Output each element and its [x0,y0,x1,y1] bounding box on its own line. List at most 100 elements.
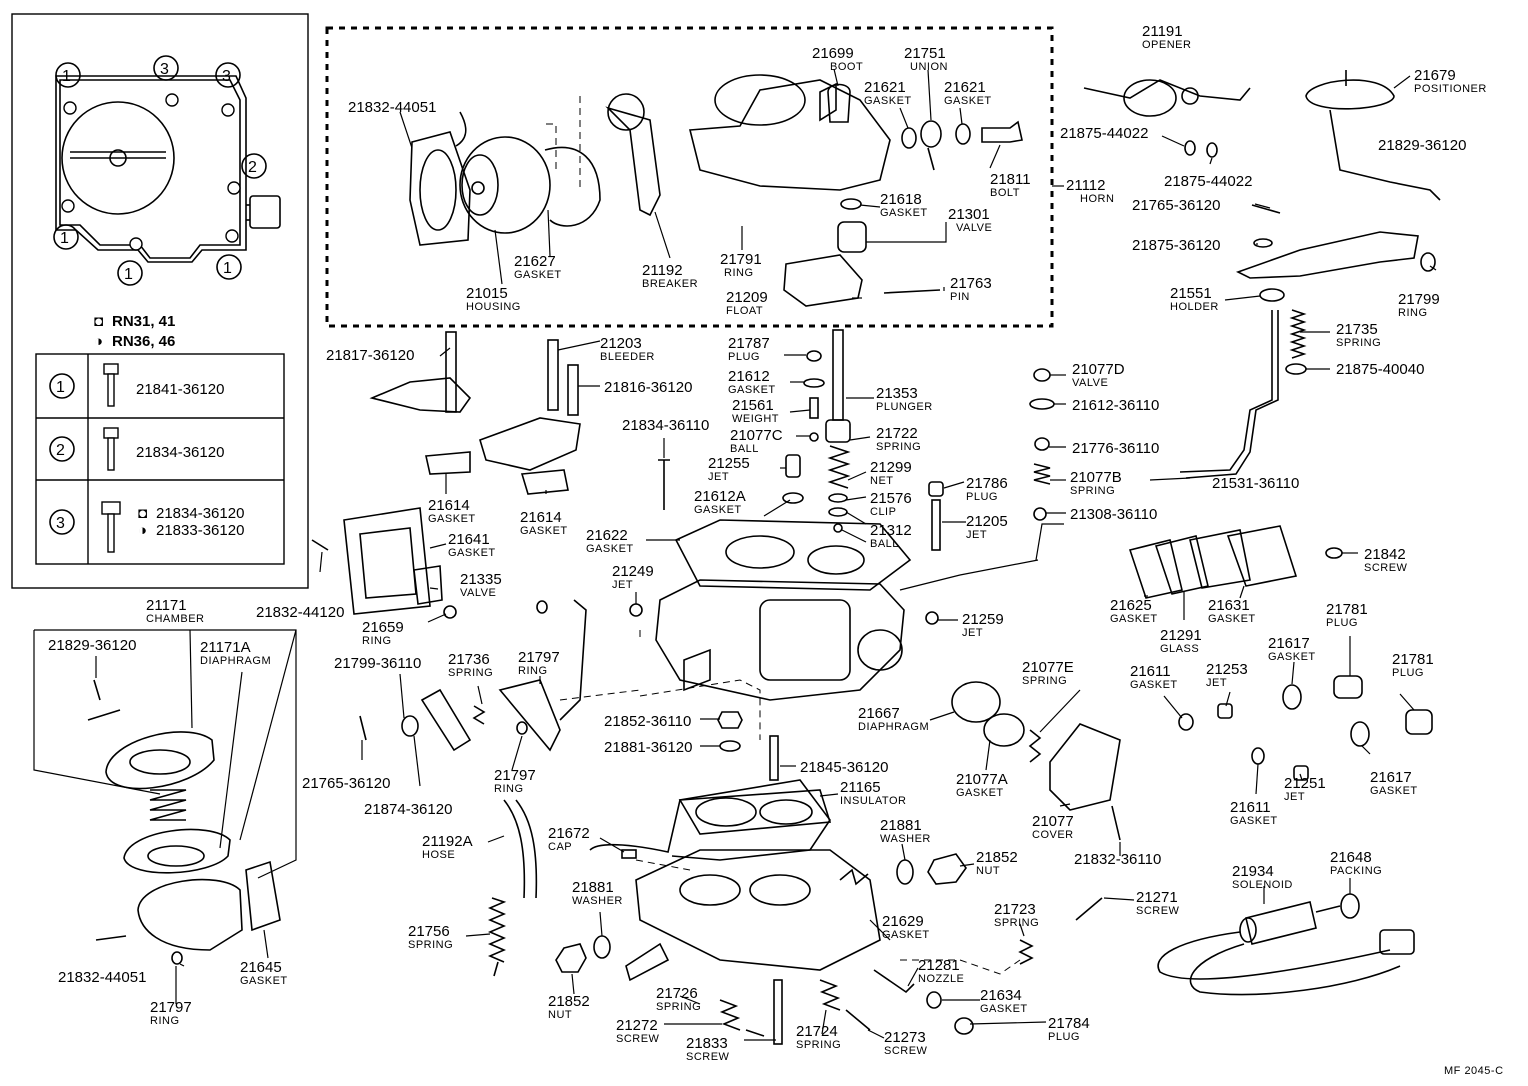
part-caption: POSITIONER [1414,83,1487,95]
part-labels: 21699BOOT21751UNION21621GASKET21621GASKE… [48,23,1487,1063]
part-label-21832-36110: 21832-36110 [1074,851,1161,868]
part-label-21765-36120b: 21765-36120 [302,775,390,792]
part-drawings [87,70,1441,1045]
part-number: 21852-36110 [604,713,691,730]
part-number: 21614 [428,497,470,514]
part-number: 21112 [1066,177,1106,194]
part-caption: SPRING [994,917,1039,929]
table-part-symbol: ◑ [138,522,147,539]
table-part-number: 21834-36120 [136,444,224,461]
part-caption: JET [962,627,983,639]
part-label-21875-44022a: 21875-44022 [1060,125,1148,142]
part-number: 21015 [466,285,508,302]
flange-mark: 1 [60,230,69,247]
part-caption: RING [150,1015,180,1027]
part-label-21817-36120: 21817-36120 [326,347,414,364]
part-number: 21551 [1170,285,1212,302]
part-number: 21291 [1160,627,1202,644]
part-caption: SPRING [1070,485,1115,497]
part-caption: GASKET [694,504,742,516]
part-caption: JET [966,529,987,541]
part-caption: HORN [1080,193,1114,205]
part-number: 21634 [980,987,1022,1004]
part-caption: CAP [548,841,572,853]
part-number: 21724 [796,1023,838,1040]
part-caption: JET [708,471,729,483]
flange-mark: 3 [160,61,169,78]
part-number: 21765-36120 [302,775,390,792]
part-caption: DIAPHRAGM [858,721,929,733]
part-number: 21612-36110 [1072,397,1159,414]
part-number: 21281 [918,957,960,974]
part-caption: WASHER [572,895,623,907]
part-caption: BOOT [830,61,863,73]
part-label-21881-36120: 21881-36120 [604,739,692,756]
part-label-21776-36110: 21776-36110 [1072,440,1159,457]
part-caption: SOLENOID [1232,879,1293,891]
part-caption: CHAMBER [146,613,205,625]
part-number: 21165 [840,779,881,796]
part-caption: FLOAT [726,305,763,317]
part-caption: GASKET [882,929,930,941]
part-number: 21875-44022 [1164,173,1252,190]
part-number: 21203 [600,335,642,352]
part-number: 21648 [1330,849,1372,866]
part-number: 21881-36120 [604,739,692,756]
part-number: 21784 [1048,1015,1090,1032]
part-caption: JET [1284,791,1305,803]
part-number: 21335 [460,571,502,588]
part-caption: SPRING [656,1001,701,1013]
table-part-number: 21834-36120 [156,505,244,522]
part-number: 21077B [1070,469,1122,486]
part-number: 21751 [904,45,946,62]
part-number: 21833 [686,1035,728,1052]
part-number: 21667 [858,705,900,722]
part-number: 21832-36110 [1074,851,1161,868]
part-number: 21251 [1284,775,1326,792]
part-number: 21832-44051 [58,969,146,986]
part-label-21612-36110: 21612-36110 [1072,397,1159,414]
part-caption: VALVE [1072,377,1108,389]
part-number: 21787 [728,335,770,352]
part-caption: SPRING [1336,337,1381,349]
part-label-21832-44120: 21832-44120 [256,604,344,621]
part-number: 21627 [514,253,556,270]
part-caption: RING [518,665,548,677]
part-number: 21617 [1268,635,1310,652]
flange-mark: 3 [222,68,231,85]
part-caption: BOLT [990,187,1020,199]
part-number: 21845-36120 [800,759,888,776]
inset-panel: 1 3 3 2 1 1 1 ◘ RN31, 41 ◑ RN36, 46 1 2 … [11,13,309,589]
part-label-21834-36110: 21834-36110 [622,417,709,434]
part-number: 21614 [520,509,562,526]
legend-symbol: ◑ [94,333,103,350]
part-caption: NOZZLE [918,973,964,985]
part-caption: SCREW [1136,905,1180,917]
